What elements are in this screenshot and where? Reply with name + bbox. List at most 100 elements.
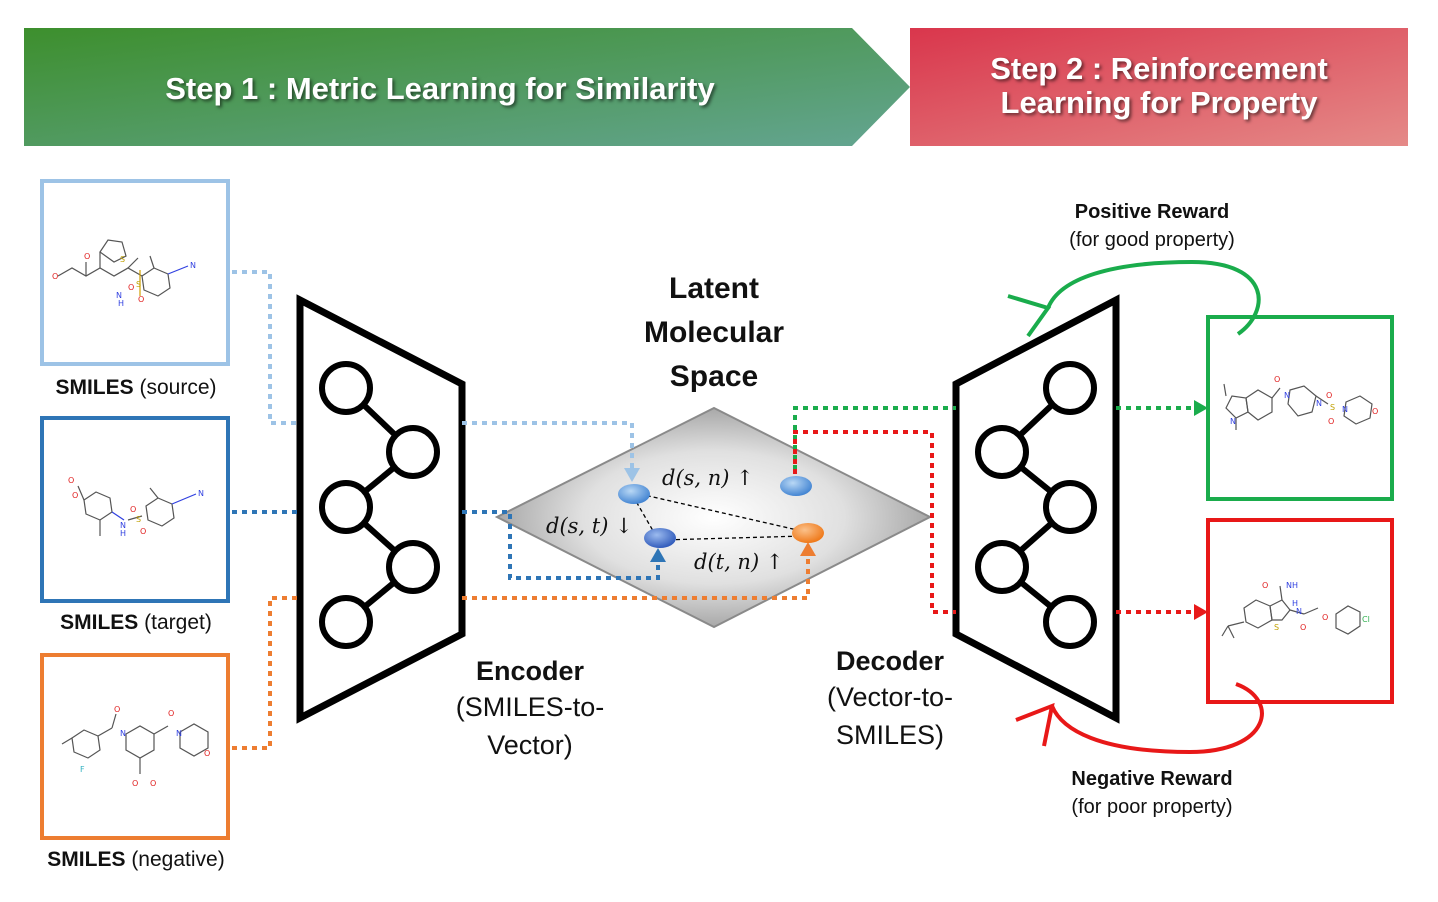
svg-text:O: O — [84, 252, 90, 261]
source-molecule-atoms: O O S N H S O O N — [52, 252, 196, 308]
svg-text:NH: NH — [1286, 581, 1298, 590]
source-latent-connector — [462, 421, 634, 468]
latent-line1: Latent — [669, 272, 759, 305]
distance-s-t-label: d(s, t) ↓ — [546, 514, 633, 538]
step1-title: Step 1 : Metric Learning for Similarity — [165, 71, 715, 106]
positive-reward-sub: (for good property) — [1069, 229, 1235, 251]
decoder-sub1: (Vector-to- — [826, 682, 954, 712]
svg-text:N: N — [176, 729, 182, 738]
negative-connector — [232, 596, 300, 750]
negative-molecule-image — [61, 713, 209, 774]
svg-text:O: O — [140, 527, 146, 536]
svg-text:N: N — [1342, 405, 1348, 414]
source-molecule-image — [57, 239, 189, 297]
svg-text:N: N — [116, 291, 122, 300]
positive-reward-loop — [1046, 259, 1261, 336]
svg-text:O: O — [204, 749, 210, 758]
poor-molecule-image — [1221, 585, 1361, 639]
source-connector — [232, 270, 300, 425]
target-arrowhead — [650, 548, 666, 562]
svg-text:F: F — [80, 765, 85, 774]
positive-reward-label: Positive Reward (for good property) — [1032, 198, 1272, 254]
step1-banner — [24, 28, 910, 146]
encoder-network-icon — [319, 361, 440, 649]
svg-text:O: O — [72, 491, 78, 500]
decoder-label: Decoder (Vector-to- SMILES) — [790, 644, 990, 754]
svg-text:O: O — [138, 295, 144, 304]
encoder-title: Encoder — [475, 656, 585, 686]
svg-text:N: N — [190, 261, 196, 270]
svg-text:O: O — [168, 709, 174, 718]
svg-text:O: O — [1262, 581, 1268, 590]
svg-text:N: N — [1316, 399, 1322, 408]
svg-text:O: O — [1274, 375, 1280, 384]
svg-text:O: O — [1322, 613, 1328, 622]
source-arrowhead — [624, 468, 640, 482]
good-molecule-image — [1223, 383, 1373, 430]
latent-space-title: Latent Molecular Space — [604, 267, 824, 399]
svg-text:H: H — [118, 299, 124, 308]
negative-caption-bold: SMILES — [47, 848, 126, 871]
svg-text:S: S — [120, 255, 125, 264]
svg-text:N: N — [120, 521, 126, 530]
target-latent-connector — [462, 510, 660, 580]
svg-text:O: O — [52, 272, 58, 281]
svg-text:S: S — [1330, 403, 1335, 412]
negative-reward-arrow-icon — [1015, 702, 1055, 747]
positive-reward-arrow-icon — [1007, 294, 1052, 338]
svg-text:S: S — [1274, 623, 1279, 632]
step2-title-line2: Learning for Property — [1000, 85, 1318, 120]
svg-text:N: N — [1296, 607, 1302, 616]
poor-output-arrowhead — [1194, 604, 1208, 620]
source-caption-bold: SMILES — [55, 376, 134, 399]
target-molecule-image — [77, 485, 197, 536]
target-caption: SMILES (target) — [20, 611, 252, 635]
negative-reward-label: Negative Reward (for poor property) — [1032, 765, 1272, 821]
svg-text:N: N — [120, 729, 126, 738]
svg-text:O: O — [1328, 417, 1334, 426]
latent-space-plane — [494, 406, 933, 629]
svg-text:S: S — [136, 280, 141, 289]
encoder-sub1: (SMILES-to- — [455, 692, 605, 722]
target-latent-point — [644, 528, 676, 548]
latent-line2: Molecular — [643, 316, 785, 349]
distance-s-n-label: d(s, n) ↑ — [662, 466, 754, 490]
svg-text:O: O — [1326, 391, 1332, 400]
svg-text:N: N — [1230, 417, 1236, 426]
generated-latent-point — [780, 476, 812, 496]
svg-text:O: O — [130, 505, 136, 514]
source-latent-point — [618, 484, 650, 504]
svg-text:H: H — [120, 529, 126, 538]
step2-banner — [910, 28, 1408, 146]
negative-reward-title: Negative Reward — [1071, 768, 1233, 790]
svg-text:Cl: Cl — [1362, 615, 1370, 624]
good-output-box — [1206, 315, 1394, 501]
poor-molecule-atoms: O NH S H N O O Cl — [1262, 581, 1370, 632]
encoder-label: Encoder (SMILES-to- Vector) — [430, 654, 630, 764]
negative-arrowhead — [800, 542, 816, 556]
encoder-sub2: Vector) — [487, 730, 573, 760]
distance-t-n-label: d(t, n) ↑ — [694, 550, 784, 574]
svg-text:O: O — [128, 283, 134, 292]
negative-caption-rest: (negative) — [125, 848, 225, 871]
negative-latent-point — [792, 523, 824, 543]
good-output-arrowhead — [1194, 400, 1208, 416]
target-molecule-atoms: O O H N S O O N — [68, 476, 204, 538]
target-caption-rest: (target) — [138, 611, 212, 634]
poor-output-box — [1206, 518, 1394, 704]
good-molecule-atoms: O N N N S O O N O — [1230, 375, 1378, 426]
source-caption-rest: (source) — [133, 376, 217, 399]
svg-text:O: O — [150, 779, 156, 788]
decoder-sub2: SMILES) — [835, 720, 945, 750]
decoder-title: Decoder — [835, 646, 945, 676]
negative-box — [40, 653, 230, 840]
svg-text:O: O — [1372, 407, 1378, 416]
svg-text:S: S — [136, 515, 141, 524]
negative-reward-sub: (for poor property) — [1071, 796, 1233, 818]
target-box — [40, 416, 230, 603]
step2-title-line1: Step 2 : Reinforcement — [990, 51, 1328, 86]
negative-caption: SMILES (negative) — [20, 848, 252, 872]
svg-text:O: O — [132, 779, 138, 788]
latent-line3: Space — [669, 360, 759, 393]
